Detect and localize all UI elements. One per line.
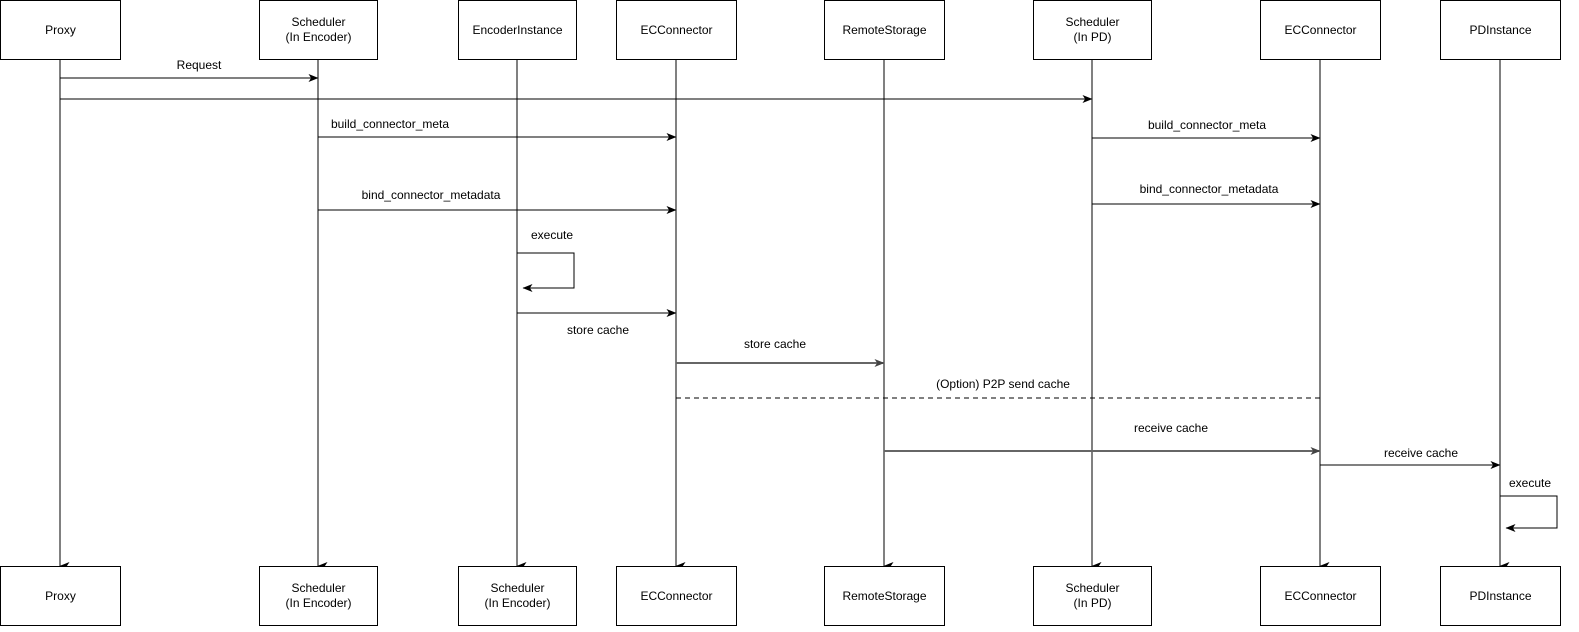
message-label-m7: store cache (566, 323, 630, 337)
self-message-label-s1: execute (530, 228, 574, 242)
message-label-m6: bind_connector_metadata (1139, 182, 1279, 196)
participant-footer-pd-instance[interactable]: PDInstance (1440, 566, 1561, 626)
participant-header-label: (In PD) (1073, 30, 1112, 44)
message-label-m1: Request (176, 58, 222, 72)
participant-header-scheduler-enc[interactable]: Scheduler(In Encoder) (259, 0, 378, 60)
participant-footer-label: PDInstance (1469, 588, 1532, 603)
participant-footer-proxy[interactable]: Proxy (0, 566, 121, 626)
participant-footer-label: (In Encoder) (285, 596, 352, 610)
participant-header-label: Scheduler (291, 15, 346, 29)
message-label-m11: receive cache (1383, 446, 1459, 460)
participant-header-encoder-inst[interactable]: EncoderInstance (458, 0, 577, 60)
participant-footer-scheduler-enc[interactable]: Scheduler(In Encoder) (259, 566, 378, 626)
self-message-loop-s1 (517, 252, 575, 292)
participant-footer-ec-connector-1[interactable]: ECConnector (616, 566, 737, 626)
participant-header-label: RemoteStorage (842, 22, 927, 37)
participant-footer-label: ECConnector (1284, 588, 1357, 603)
self-message-group (517, 252, 1558, 532)
participant-footer-label: Proxy (45, 588, 76, 603)
message-label-m3: build_connector_meta (330, 117, 450, 131)
message-group (60, 74, 1501, 469)
participant-header-remote-storage[interactable]: RemoteStorage (824, 0, 945, 60)
message-label-m9: (Option) P2P send cache (936, 377, 1070, 391)
participant-footer-label: (In PD) (1073, 596, 1112, 610)
participant-footer-remote-storage[interactable]: RemoteStorage (824, 566, 945, 626)
participant-footer-label: RemoteStorage (842, 588, 927, 603)
participant-footer-encoder-inst[interactable]: Scheduler(In Encoder) (458, 566, 577, 626)
participant-header-label: (In Encoder) (285, 30, 352, 44)
participant-footer-ec-connector-2[interactable]: ECConnector (1260, 566, 1381, 626)
message-label-m4: build_connector_meta (1147, 118, 1267, 132)
participant-header-label: ECConnector (640, 22, 713, 37)
lifeline-group (59, 60, 1510, 570)
message-label-m10: receive cache (1133, 421, 1209, 435)
participant-header-scheduler-pd[interactable]: Scheduler(In PD) (1033, 0, 1152, 60)
participant-header-ec-connector-1[interactable]: ECConnector (616, 0, 737, 60)
participant-header-proxy[interactable]: Proxy (0, 0, 121, 60)
message-label-m5: bind_connector_metadata (361, 188, 501, 202)
participant-header-label: EncoderInstance (472, 22, 563, 37)
participant-footer-label: (In Encoder) (484, 596, 551, 610)
participant-header-pd-instance[interactable]: PDInstance (1440, 0, 1561, 60)
participant-footer-label: Scheduler (291, 581, 346, 595)
participant-header-label: PDInstance (1469, 22, 1532, 37)
participant-header-label: ECConnector (1284, 22, 1357, 37)
participant-footer-label: ECConnector (640, 588, 713, 603)
participant-header-label: Scheduler (1065, 15, 1120, 29)
self-message-loop-s2 (1500, 495, 1558, 532)
participant-header-label: Proxy (45, 22, 76, 37)
participant-header-ec-connector-2[interactable]: ECConnector (1260, 0, 1381, 60)
participant-footer-scheduler-pd[interactable]: Scheduler(In PD) (1033, 566, 1152, 626)
participant-footer-label: Scheduler (490, 581, 545, 595)
message-label-m8: store cache (743, 337, 807, 351)
self-message-label-s2: execute (1508, 476, 1552, 490)
participant-footer-label: Scheduler (1065, 581, 1120, 595)
